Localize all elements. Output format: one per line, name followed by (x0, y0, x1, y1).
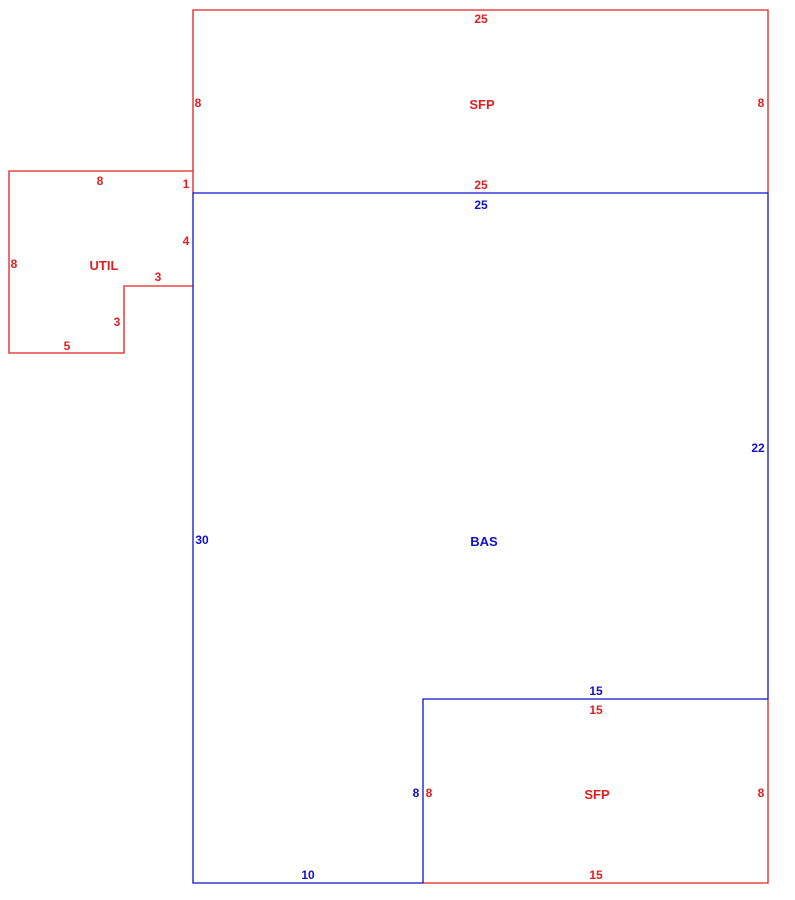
bas-dim-right: 22 (751, 441, 765, 455)
util-dim-bottom: 5 (64, 339, 71, 353)
sfp-bottom-dim-right: 8 (758, 786, 765, 800)
util-outline (8, 170, 193, 354)
bas-dim-top: 25 (474, 198, 488, 212)
area-sfp-bottom (423, 699, 769, 884)
sfp-top-outline (192, 9, 769, 193)
bas-dim-notch-side: 8 (413, 786, 420, 800)
sfp-top-dim-top: 25 (474, 12, 488, 26)
bas-dim-notch-top: 15 (589, 684, 603, 698)
util-dim-notch-horizontal: 3 (155, 270, 162, 284)
bas-dim-left: 30 (195, 533, 209, 547)
area-util (8, 170, 193, 354)
sfp-top-label: SFP (469, 97, 495, 112)
sfp-bottom-dim-bottom: 15 (589, 868, 603, 882)
sfp-top-dim-left: 8 (195, 96, 202, 110)
util-dim-side-segment: 4 (183, 234, 190, 248)
bas-outline (192, 192, 769, 884)
sfp-bottom-outline (423, 699, 769, 884)
bas-dim-bottom: 10 (301, 868, 315, 882)
area-sfp-top (192, 9, 769, 193)
util-dim-left: 8 (11, 257, 18, 271)
sfp-top-dim-bottom: 25 (474, 178, 488, 192)
util-label: UTIL (90, 258, 119, 273)
sfp-bottom-dim-top: 15 (589, 703, 603, 717)
util-dim-notch-vertical: 3 (114, 315, 121, 329)
sfp-top-dim-right: 8 (758, 96, 765, 110)
util-dim-top: 8 (97, 174, 104, 188)
area-bas (192, 192, 769, 884)
sfp-bottom-dim-left: 8 (426, 786, 433, 800)
util-dim-upper-segment: 1 (183, 177, 190, 191)
sfp-bottom-label: SFP (584, 787, 610, 802)
bas-label: BAS (470, 534, 498, 549)
